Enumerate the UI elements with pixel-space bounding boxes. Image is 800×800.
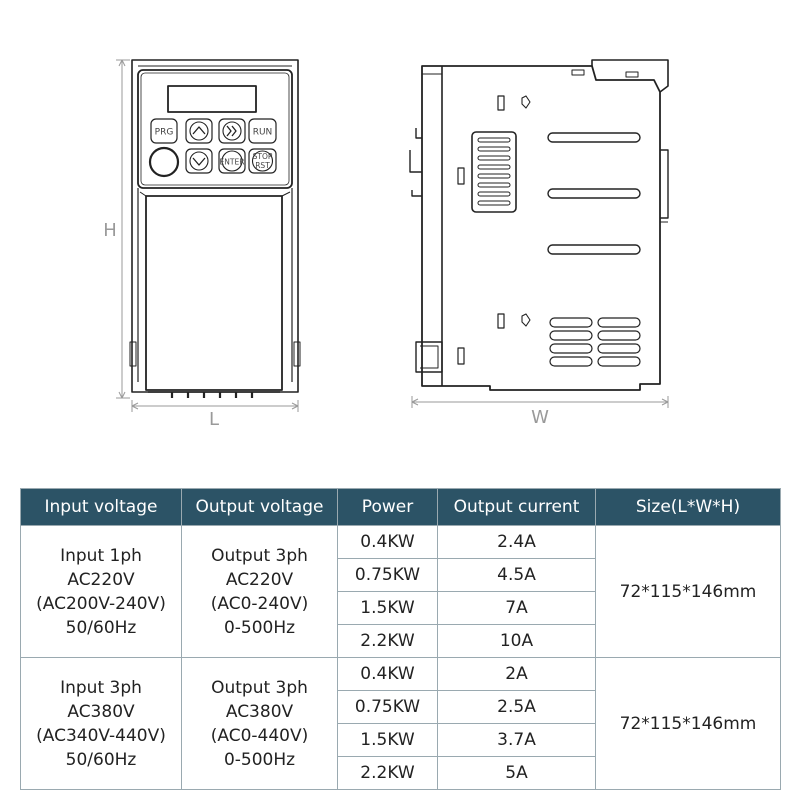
header-input-voltage: Input voltage xyxy=(20,488,182,526)
output-frequency: 0-500Hz xyxy=(223,749,296,770)
prg-key xyxy=(150,118,178,144)
input-voltage-cell: Input 1ph AC220V (AC200V-240V) 50/60Hz xyxy=(20,525,182,658)
power-cell: 0.75KW xyxy=(337,690,438,724)
lower-vents xyxy=(549,317,641,367)
dimension-drawing: PRG RUN ENTER STOP RST xyxy=(103,59,669,430)
current-cell: 7A xyxy=(437,591,596,625)
output-voltage-range: (AC0-240V) xyxy=(210,593,309,614)
header-size: Size(L*W*H) xyxy=(595,488,781,526)
current-cell: 2.4A xyxy=(437,525,596,559)
header-power: Power xyxy=(337,488,438,526)
table-row: 0.75KW 2.5A xyxy=(21,690,781,724)
prg-key-label: PRG xyxy=(155,128,174,138)
output-voltage-range: (AC0-440V) xyxy=(210,725,309,746)
table-row: Input 3ph AC380V (AC340V-440V) 50/60Hz O… xyxy=(20,657,781,790)
current-cell: 3.7A xyxy=(437,723,596,757)
output-voltage-cell: Output 3ph AC380V (AC0-440V) 0-500Hz xyxy=(181,657,338,790)
input-voltage-range: (AC340V-440V) xyxy=(36,725,166,746)
input-voltage: AC220V xyxy=(67,569,135,590)
din-rail-clip xyxy=(660,149,669,219)
vent-slots xyxy=(477,137,511,206)
lcd-display xyxy=(167,85,257,113)
run-key xyxy=(248,118,277,144)
length-label: L xyxy=(209,409,219,430)
potentiometer-knob xyxy=(148,146,180,178)
input-frequency: 50/60Hz xyxy=(65,617,137,638)
up-key xyxy=(185,118,213,144)
size-cell: 72*115*146mm xyxy=(595,525,781,658)
input-voltage: AC380V xyxy=(67,701,135,722)
latch xyxy=(415,341,443,373)
current-cell: 2.5A xyxy=(437,690,596,724)
output-phase: Output 3ph xyxy=(211,677,308,698)
size-cell: 72*115*146mm xyxy=(595,657,781,790)
output-frequency: 0-500Hz xyxy=(223,617,296,638)
current-cell: 10A xyxy=(437,624,596,658)
output-voltage: AC380V xyxy=(225,701,294,722)
double-chevron-right-icon xyxy=(226,125,237,137)
stop-key-label: STOP xyxy=(253,152,273,161)
table-row: 0.75KW 4.5A xyxy=(21,558,781,592)
up-arrow-icon xyxy=(192,126,206,135)
top-connector xyxy=(591,59,669,93)
stop-key xyxy=(248,148,277,174)
table-row: 2.2KW 5A xyxy=(21,756,781,790)
header-output-current: Output current xyxy=(437,488,596,526)
height-label: H xyxy=(103,220,117,241)
output-voltage: AC220V xyxy=(225,569,294,590)
width-label: W xyxy=(531,407,549,428)
run-key-label: RUN xyxy=(253,128,273,138)
enter-key-label: ENTER xyxy=(220,158,245,167)
side-view: W xyxy=(409,59,669,428)
table-row: 1.5KW 7A xyxy=(21,591,781,625)
input-phase: Input 1ph xyxy=(60,545,142,566)
header-output-voltage: Output voltage xyxy=(181,488,338,526)
enter-key xyxy=(218,148,246,174)
table-row: 1.5KW 3.7A xyxy=(21,723,781,757)
current-cell: 2A xyxy=(437,657,596,691)
vent-grille xyxy=(471,131,517,213)
power-cell: 2.2KW xyxy=(337,624,438,658)
power-cell: 1.5KW xyxy=(337,723,438,757)
input-voltage-cell: Input 3ph AC380V (AC340V-440V) 50/60Hz xyxy=(20,657,182,790)
down-arrow-icon xyxy=(192,157,206,166)
input-frequency: 50/60Hz xyxy=(65,749,137,770)
rst-key-label: RST xyxy=(255,161,270,170)
front-view: PRG RUN ENTER STOP RST xyxy=(103,59,301,430)
output-phase: Output 3ph xyxy=(211,545,308,566)
power-cell: 1.5KW xyxy=(337,591,438,625)
specification-table: Input voltage Output voltage Power Outpu… xyxy=(20,488,781,790)
output-voltage-cell: Output 3ph AC220V (AC0-240V) 0-500Hz xyxy=(181,525,338,658)
table-row: Input 1ph AC220V (AC200V-240V) 50/60Hz O… xyxy=(20,525,781,658)
length-dimension xyxy=(131,400,299,412)
power-cell: 0.4KW xyxy=(337,525,438,559)
down-key xyxy=(185,148,213,174)
current-cell: 5A xyxy=(437,756,596,790)
table-header-row: Input voltage Output voltage Power Outpu… xyxy=(20,488,781,526)
keypad-panel xyxy=(137,69,293,189)
input-phase: Input 3ph xyxy=(60,677,142,698)
power-cell: 0.75KW xyxy=(337,558,438,592)
terminal-pins xyxy=(170,392,254,398)
power-cell: 2.2KW xyxy=(337,756,438,790)
table-row: 2.2KW 10A xyxy=(21,624,781,658)
shift-key xyxy=(218,118,246,144)
power-cell: 0.4KW xyxy=(337,657,438,691)
terminal-cover xyxy=(145,195,283,391)
input-voltage-range: (AC200V-240V) xyxy=(36,593,166,614)
height-dimension xyxy=(116,59,130,399)
current-cell: 4.5A xyxy=(437,558,596,592)
width-dimension xyxy=(411,396,669,408)
